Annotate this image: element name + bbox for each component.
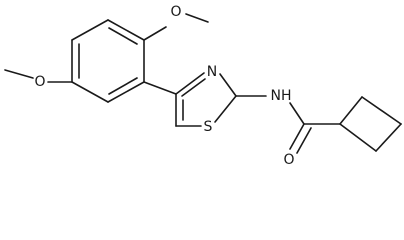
bond [289,102,305,125]
bond [289,123,305,150]
bond [339,123,377,152]
atom-o-methoxy-top: O [170,4,181,20]
bond [219,73,237,97]
bond [296,127,312,154]
bond [339,96,363,125]
bond [185,13,209,23]
bond [143,81,177,95]
bond [143,26,167,41]
molecule-diagram: O O N NH S O [4,4,402,168]
structure-diagram: O O N NH S O [4,4,402,168]
bond [71,81,109,103]
atom-o-methoxy-left: O [34,74,45,90]
bond [108,77,138,95]
bonds [4,13,402,154]
bond [375,123,402,152]
bond [71,19,109,41]
bond [175,72,205,95]
bond [107,19,145,41]
atom-o-carbonyl: O [283,152,294,168]
bond [108,27,138,45]
atom-labels: O O N NH S O [34,4,294,168]
bond [361,96,402,125]
bond [181,78,206,97]
atom-n-thiazole: N [207,64,217,80]
bond [107,81,145,103]
atom-nh-amide: NH [271,88,292,104]
bond [4,69,34,79]
atom-s-thiazole: S [204,119,213,135]
bond [214,95,237,123]
